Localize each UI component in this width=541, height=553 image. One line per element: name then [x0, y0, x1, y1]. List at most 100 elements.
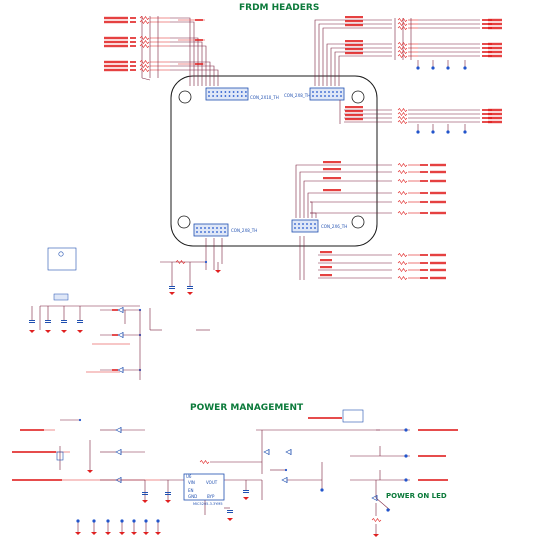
connector-pin — [302, 227, 304, 229]
resistor — [397, 199, 408, 205]
test-point-dot — [144, 519, 148, 523]
ground-symbol — [119, 532, 125, 535]
resistor — [397, 119, 408, 125]
capacitor-plate — [61, 322, 67, 323]
net-label-stub — [12, 451, 56, 453]
connector-pin — [240, 95, 243, 97]
connector-j2: CON_2X8_TH — [284, 87, 345, 101]
regulator-pin-en: EN — [188, 488, 194, 493]
test-point-dot — [431, 130, 435, 134]
test-point-dot — [463, 66, 467, 70]
mount-hole-br — [351, 215, 365, 229]
net-label-text — [104, 64, 128, 68]
net-label-text — [323, 161, 341, 164]
net-label-text — [104, 68, 128, 72]
capacitor-plate — [169, 288, 175, 289]
connector-pin — [298, 227, 300, 229]
resistor — [139, 43, 150, 49]
net-label-stub — [418, 429, 458, 431]
net-label-text — [104, 20, 128, 24]
usb-connector-hole — [58, 251, 64, 257]
connector-pin — [216, 227, 218, 229]
net-label-text — [323, 177, 341, 180]
net-label-stub — [482, 27, 492, 29]
ground-symbol — [215, 270, 221, 273]
connector-pin — [236, 91, 239, 93]
net-label-stub — [482, 43, 492, 45]
net-label-stub — [112, 309, 118, 311]
net-label-stub — [130, 69, 136, 71]
capacitor-plate — [142, 494, 148, 495]
net-label-text — [345, 118, 363, 121]
net-label-stub — [20, 429, 44, 431]
connector-pin — [314, 227, 316, 229]
resistor — [397, 267, 408, 273]
wire — [299, 171, 310, 218]
junction-dot — [78, 418, 82, 422]
connector-pin — [332, 95, 334, 97]
connector-j4-part: CON_2X6_TH — [321, 224, 347, 229]
net-label-stub — [482, 23, 492, 25]
diode — [115, 427, 122, 433]
connector-pin — [306, 227, 308, 229]
connector-pin — [336, 95, 338, 97]
net-label-stub — [418, 455, 446, 457]
net-label-stub — [195, 39, 203, 41]
connector-pin — [212, 227, 214, 229]
resistor — [371, 517, 382, 523]
connector-pin — [208, 91, 210, 93]
resistor — [397, 169, 408, 175]
diode — [263, 449, 270, 455]
connector-pin — [204, 231, 206, 233]
net-label-text — [345, 114, 363, 117]
connector-pin — [316, 91, 318, 93]
ground-symbol — [143, 532, 149, 535]
connector-pin — [216, 91, 219, 93]
connector-pin — [294, 227, 296, 229]
connector-pin — [312, 95, 314, 97]
ground-symbol — [29, 330, 35, 333]
connector-pin — [208, 231, 210, 233]
net-label-text — [430, 170, 446, 174]
connector-pin — [236, 95, 239, 97]
wire — [303, 180, 310, 218]
net-label-text — [488, 26, 502, 30]
net-label-text — [320, 251, 332, 254]
connector-pin — [316, 95, 318, 97]
ground-symbol — [227, 518, 233, 521]
wire — [318, 23, 344, 86]
net-label-text — [488, 46, 502, 50]
net-label-text — [323, 189, 341, 192]
connector-pin — [245, 95, 247, 97]
net-label-text — [345, 106, 363, 109]
wire — [310, 212, 317, 218]
wire — [295, 164, 310, 218]
net-label-text — [345, 20, 363, 23]
connector-pin — [196, 231, 198, 233]
net-label-text — [320, 274, 332, 277]
connector-pin — [320, 95, 322, 97]
capacitor-plate — [187, 288, 193, 289]
test-point-dot — [446, 130, 450, 134]
resistor — [397, 162, 408, 168]
connector-pin — [196, 227, 198, 229]
ground-symbol — [61, 330, 67, 333]
capacitor-plate — [243, 490, 249, 491]
capacitor-plate — [187, 286, 193, 287]
regulator-part: MIC5205-3.3YM5 — [193, 502, 223, 506]
connector-pin — [332, 91, 334, 93]
connector-j2-part: CON_2X8_TH — [284, 93, 310, 98]
resistor — [397, 17, 408, 23]
ground-symbol — [131, 532, 137, 535]
net-label-stub — [130, 45, 136, 47]
test-point-dot — [446, 66, 450, 70]
usb-connector-body — [47, 247, 77, 271]
connector-pin — [208, 95, 210, 97]
net-label-text — [488, 18, 502, 22]
net-label-stub — [130, 17, 136, 19]
capacitor-plate — [142, 492, 148, 493]
connector-pin — [328, 91, 330, 93]
connector-j1-part: CON_2X10_TH — [250, 95, 279, 100]
